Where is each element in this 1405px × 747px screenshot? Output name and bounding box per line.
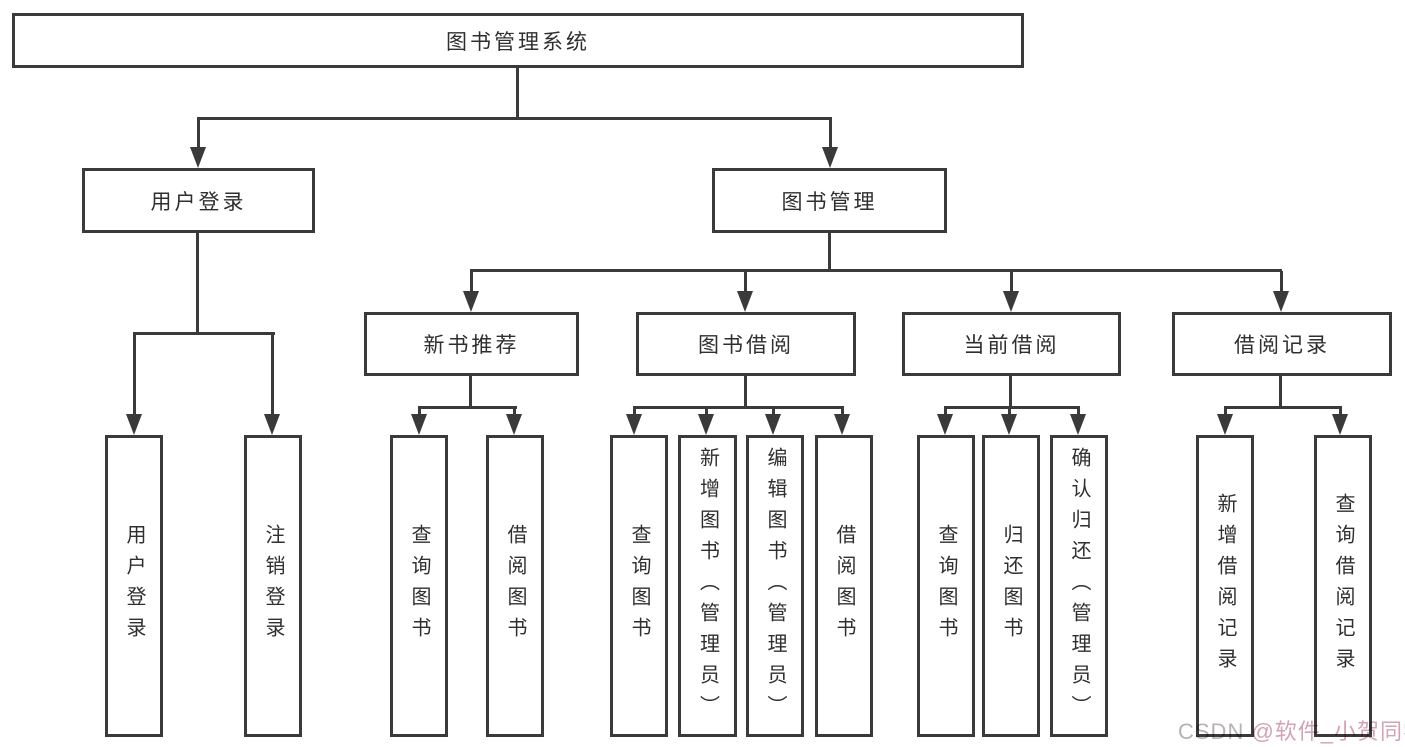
arrow-borrow-child-2 <box>698 408 715 435</box>
connector-mgmt-split <box>470 269 1282 272</box>
arrow-to-new-book-recommend <box>463 271 480 312</box>
arrow-records-child-2 <box>1332 408 1349 435</box>
leaf-confirm-return-admin-label: 确认归还（管理员） <box>1068 446 1090 726</box>
leaf-query-books-current-label: 查询图书 <box>935 524 957 648</box>
node-root-system: 图书管理系统 <box>12 13 1024 68</box>
leaf-query-books-recommend-label: 查询图书 <box>408 524 430 648</box>
arrow-recommend-child-2 <box>506 408 523 435</box>
leaf-logout: 注销登录 <box>244 435 302 737</box>
connector-root-split <box>197 117 832 120</box>
connector-current-stem <box>1009 374 1012 408</box>
leaf-query-books-recommend: 查询图书 <box>390 435 448 737</box>
leaf-query-books-borrow-label: 查询图书 <box>628 524 650 648</box>
leaf-query-books-borrow: 查询图书 <box>610 435 668 737</box>
arrow-to-book-borrow <box>737 271 754 312</box>
arrow-borrow-child-4 <box>834 408 851 435</box>
leaf-confirm-return-admin: 确认归还（管理员） <box>1050 435 1108 737</box>
arrow-to-book-management <box>822 119 839 168</box>
connector-user-stem <box>196 231 199 334</box>
arrow-to-leaf-user-login <box>126 334 143 435</box>
arrow-to-current-borrow <box>1003 271 1020 312</box>
leaf-add-book-admin: 新增图书（管理员） <box>678 435 737 737</box>
connector-borrow-stem <box>744 374 747 408</box>
leaf-borrow-books-recommend: 借阅图书 <box>486 435 544 737</box>
node-user-login: 用户登录 <box>82 168 315 233</box>
arrow-current-child-3 <box>1070 408 1087 435</box>
connector-records-stem <box>1279 374 1282 408</box>
node-root-label: 图书管理系统 <box>446 30 590 54</box>
node-new-book-recommend-label: 新书推荐 <box>423 334 520 357</box>
arrow-to-borrow-records <box>1273 271 1290 312</box>
connector-current-split <box>944 406 1080 409</box>
arrow-borrow-child-1 <box>626 408 643 435</box>
connector-root-stem <box>516 66 519 119</box>
node-book-borrow-label: 图书借阅 <box>698 334 794 357</box>
leaf-user-login: 用户登录 <box>105 435 163 737</box>
leaf-return-book: 归还图书 <box>982 435 1040 737</box>
node-new-book-recommend: 新书推荐 <box>364 312 579 376</box>
leaf-query-borrow-record: 查询借阅记录 <box>1314 435 1372 737</box>
leaf-edit-book-admin: 编辑图书（管理员） <box>746 435 804 737</box>
connector-borrow-split <box>633 406 844 409</box>
leaf-borrow-books-borrow: 借阅图书 <box>815 435 873 737</box>
node-book-management-label: 图书管理 <box>781 190 878 214</box>
connector-records-split <box>1224 406 1342 409</box>
node-current-borrow: 当前借阅 <box>902 312 1121 376</box>
leaf-add-borrow-record: 新增借阅记录 <box>1196 435 1254 737</box>
leaf-add-borrow-record-label: 新增借阅记录 <box>1214 493 1236 679</box>
leaf-return-book-label: 归还图书 <box>1000 524 1022 648</box>
connector-recommend-stem <box>469 374 472 408</box>
leaf-query-borrow-record-label: 查询借阅记录 <box>1332 493 1354 679</box>
arrow-recommend-child-1 <box>411 408 428 435</box>
leaf-add-book-admin-label: 新增图书（管理员） <box>696 446 719 726</box>
node-borrow-records: 借阅记录 <box>1172 312 1392 376</box>
leaf-query-books-current: 查询图书 <box>917 435 975 737</box>
node-borrow-records-label: 借阅记录 <box>1234 334 1330 357</box>
connector-user-split <box>133 332 275 335</box>
arrow-to-leaf-logout <box>264 334 281 435</box>
arrow-records-child-1 <box>1217 408 1234 435</box>
leaf-edit-book-admin-label: 编辑图书（管理员） <box>764 446 786 726</box>
node-current-borrow-label: 当前借阅 <box>963 334 1060 357</box>
node-book-management: 图书管理 <box>712 168 947 233</box>
node-book-borrow: 图书借阅 <box>636 312 856 376</box>
leaf-user-login-label: 用户登录 <box>123 524 145 648</box>
connector-mgmt-stem <box>828 231 831 271</box>
arrow-to-user-login <box>190 119 207 168</box>
arrow-borrow-child-3 <box>765 408 782 435</box>
leaf-logout-label: 注销登录 <box>262 524 284 648</box>
leaf-borrow-books-borrow-label: 借阅图书 <box>833 524 855 648</box>
arrow-current-child-2 <box>1001 408 1018 435</box>
leaf-borrow-books-recommend-label: 借阅图书 <box>504 524 526 648</box>
arrow-current-child-1 <box>937 408 954 435</box>
node-user-login-label: 用户登录 <box>150 190 247 214</box>
connector-recommend-split <box>418 406 517 409</box>
